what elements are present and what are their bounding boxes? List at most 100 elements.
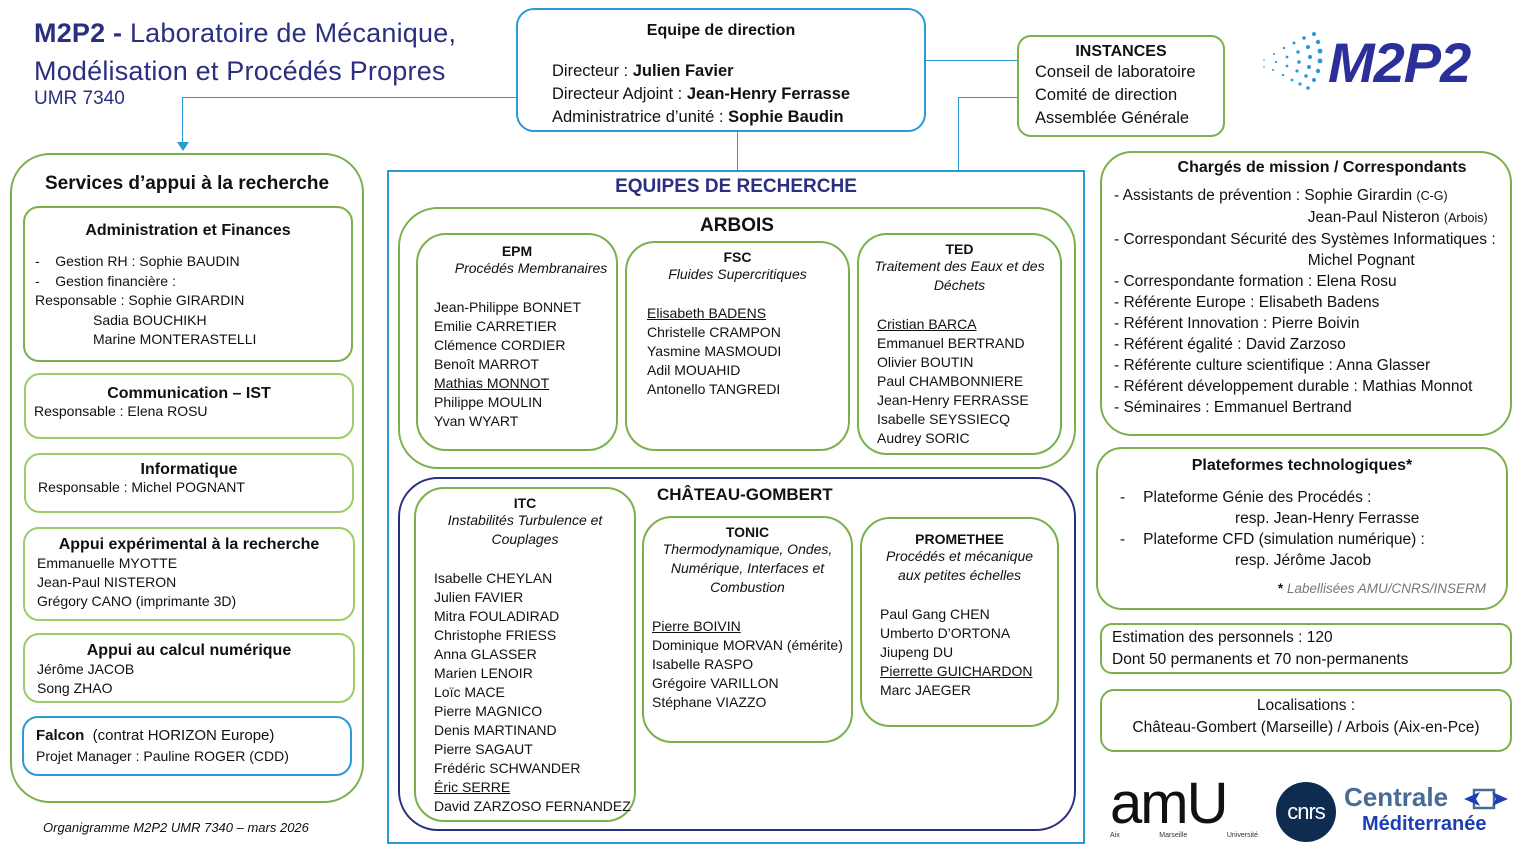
team-member: Emmanuel BERTRAND: [877, 335, 1025, 351]
team-leader: Elisabeth BADENS: [647, 305, 767, 321]
lab-title-line1: Laboratoire de Mécanique,: [129, 18, 457, 48]
team-ted: TED Traitement des Eaux et des Déchets C…: [857, 233, 1062, 455]
team-member: Antonello TANGREDI: [647, 381, 781, 397]
team-member: Adil MOUAHID: [647, 362, 741, 378]
team-name: Procédés Membranaires: [454, 260, 608, 276]
locations-value: Château-Gombert (Marseille) / Arbois (Ai…: [1132, 719, 1480, 736]
member-list: Pierre BOIVIN Dominique MORVAN (émérite) I…: [644, 617, 851, 712]
team-code: ITC: [513, 495, 537, 511]
team-member: Marc JAEGER: [880, 682, 972, 698]
falcon-subtitle: (contrat HORIZON Europe): [84, 727, 275, 744]
staff-breakdown: Dont 50 permanents et 70 non-permanents: [1112, 651, 1409, 668]
team-name: Instabilités Turbulence et Couplages: [447, 512, 603, 547]
platforms-box: Plateformes technologiques* -Plateforme …: [1096, 447, 1508, 610]
mission-officers-box: Chargés de mission / Correspondants - As…: [1100, 151, 1512, 436]
instances-title: INSTANCES: [1075, 43, 1167, 60]
team-member: Yasmine MASMOUDI: [647, 343, 782, 359]
team-member: Christelle CRAMPON: [647, 324, 781, 340]
amu-logo-text: amU: [1110, 771, 1228, 836]
mission-officer-line: - Référent développement durable : Mathi…: [1114, 378, 1473, 395]
locations-title: Localisations :: [1256, 697, 1356, 714]
team-member: Jiupeng DU: [880, 644, 954, 660]
mission-officer-line: - Correspondante formation : Elena Rosu: [1114, 273, 1397, 290]
informatique-title: Informatique: [140, 461, 238, 478]
instance-item: Conseil de laboratoire: [1035, 63, 1196, 81]
team-member: David ZARZOSO FERNANDEZ: [434, 798, 631, 814]
mission-officer-line: Jean-Paul Nisteron (Arbois): [1114, 209, 1488, 226]
team-code: FSC: [723, 249, 752, 265]
connector-line: [737, 131, 738, 171]
connector-line: [958, 97, 1018, 98]
centrale-mediterranee-logo: Centrale Méditerranée: [1344, 782, 1524, 842]
team-tonic: TONIC Thermodynamique, Ondes, Numérique,…: [642, 516, 853, 743]
team-member: Isabelle RASPO: [652, 656, 754, 672]
team-leader: Mathias MONNOT: [434, 375, 550, 391]
team-member: Umberto D’ORTONA: [880, 625, 1011, 641]
team-epm: EPM Procédés Membranaires Jean-Philippe …: [416, 233, 618, 451]
team-member: Grégoire VARILLON: [652, 675, 779, 691]
numerical-support-box: Appui au calcul numérique Jérôme JACOB S…: [23, 633, 355, 703]
member-list: Elisabeth BADENS Christelle CRAMPON Yasmin…: [627, 304, 848, 399]
experimental-line: Jean-Paul NISTERON: [37, 574, 177, 590]
direction-row: Directeur Adjoint : Jean-Henry Ferrasse: [552, 85, 851, 103]
team-member: Frédéric SCHWANDER: [434, 760, 581, 776]
informatique-line: Responsable : Michel POGNANT: [38, 479, 245, 495]
team-member: Anna GLASSER: [434, 646, 537, 662]
locations-box: Localisations : Château-Gombert (Marseil…: [1100, 689, 1512, 752]
admin-line: - Gestion RH : Sophie BAUDIN: [35, 253, 240, 269]
connector-line: [182, 97, 518, 98]
team-promethee: PROMETHEE Procédés et mécanique aux peti…: [860, 517, 1059, 727]
experimental-support-box: Appui expérimental à la recherche Emmanu…: [23, 527, 355, 621]
team-member: Olivier BOUTIN: [877, 354, 974, 370]
numerical-line: Song ZHAO: [37, 680, 113, 696]
platform-resp: resp. Jérôme Jacob: [1235, 552, 1372, 569]
platform-resp: resp. Jean-Henry Ferrasse: [1235, 510, 1420, 527]
team-code: PROMETHEE: [915, 531, 1004, 547]
admin-finances-box: Administration et Finances - Gestion RH …: [23, 206, 353, 362]
team-member: Julien FAVIER: [434, 589, 524, 605]
team-member: Dominique MORVAN (émérite): [652, 637, 843, 653]
globe-dots-icon: [1263, 32, 1323, 90]
lab-title-line2: Modélisation et Procédés Propres: [34, 56, 446, 86]
direction-box: Equipe de direction Directeur : Julien F…: [516, 8, 926, 132]
cnrs-logo: cnrs: [1276, 782, 1336, 842]
team-code: EPM: [501, 243, 533, 259]
experimental-line: Emmanuelle MYOTTE: [37, 555, 178, 571]
admin-line: - Gestion financière :: [35, 272, 176, 289]
team-member: Marien LENOIR: [434, 665, 533, 681]
chateau-gombert-title: CHÂTEAU-GOMBERT: [657, 485, 833, 504]
communication-line: Responsable : Elena ROSU: [34, 403, 208, 419]
experimental-line: Grégory CANO (imprimante 3D): [37, 593, 237, 609]
team-member: Pierre MAGNICO: [434, 703, 543, 719]
team-member: Paul CHAMBONNIERE: [877, 373, 1024, 389]
admin-finances-title: Administration et Finances: [85, 222, 291, 239]
platforms-note: * Labellisées AMU/CNRS/INSERM: [1277, 581, 1486, 596]
support-services-title: Services d’appui à la recherche: [44, 173, 330, 194]
lab-title: M2P2 - Laboratoire de Mécanique, Modélis…: [34, 14, 456, 90]
staff-estimate-box: Estimation des personnels : 120 Dont 50 …: [1100, 623, 1512, 674]
team-leader: Pierrette GUICHARDON: [880, 663, 1033, 679]
centrale-line2: Méditerranée: [1362, 813, 1487, 835]
team-member: Pierre SAGAUT: [434, 741, 533, 757]
team-member: Stéphane VIAZZO: [652, 694, 767, 710]
numerical-line: Jérôme JACOB: [37, 661, 135, 677]
falcon-box: Falcon (contrat HORIZON Europe) Projet M…: [22, 716, 352, 776]
logo-text: M2P2: [1328, 31, 1471, 94]
admin-line: Sadia BOUCHIKH: [93, 311, 207, 328]
direction-row: Administratrice d’unité : Sophie Baudin: [552, 108, 844, 126]
platforms-title: Plateformes technologiques*: [1191, 457, 1413, 474]
lab-umr: UMR 7340: [34, 88, 125, 109]
instances-box: INSTANCES Conseil de laboratoire Comité …: [1017, 35, 1225, 137]
mission-officers-list: - Assistants de prévention : Sophie Gira…: [1102, 185, 1510, 418]
team-code: TONIC: [725, 524, 770, 540]
arbois-title: ARBOIS: [700, 215, 774, 236]
team-leader: Pierre BOIVIN: [652, 618, 741, 634]
team-fsc: FSC Fluides Supercritiques Elisabeth BAD…: [625, 241, 850, 451]
mission-officer-line: - Référent Innovation : Pierre Boivin: [1114, 315, 1360, 332]
admin-line: Responsable : Sophie GIRARDIN: [35, 292, 245, 308]
mission-officer-line: - Assistants de prévention : Sophie Gira…: [1114, 187, 1448, 204]
